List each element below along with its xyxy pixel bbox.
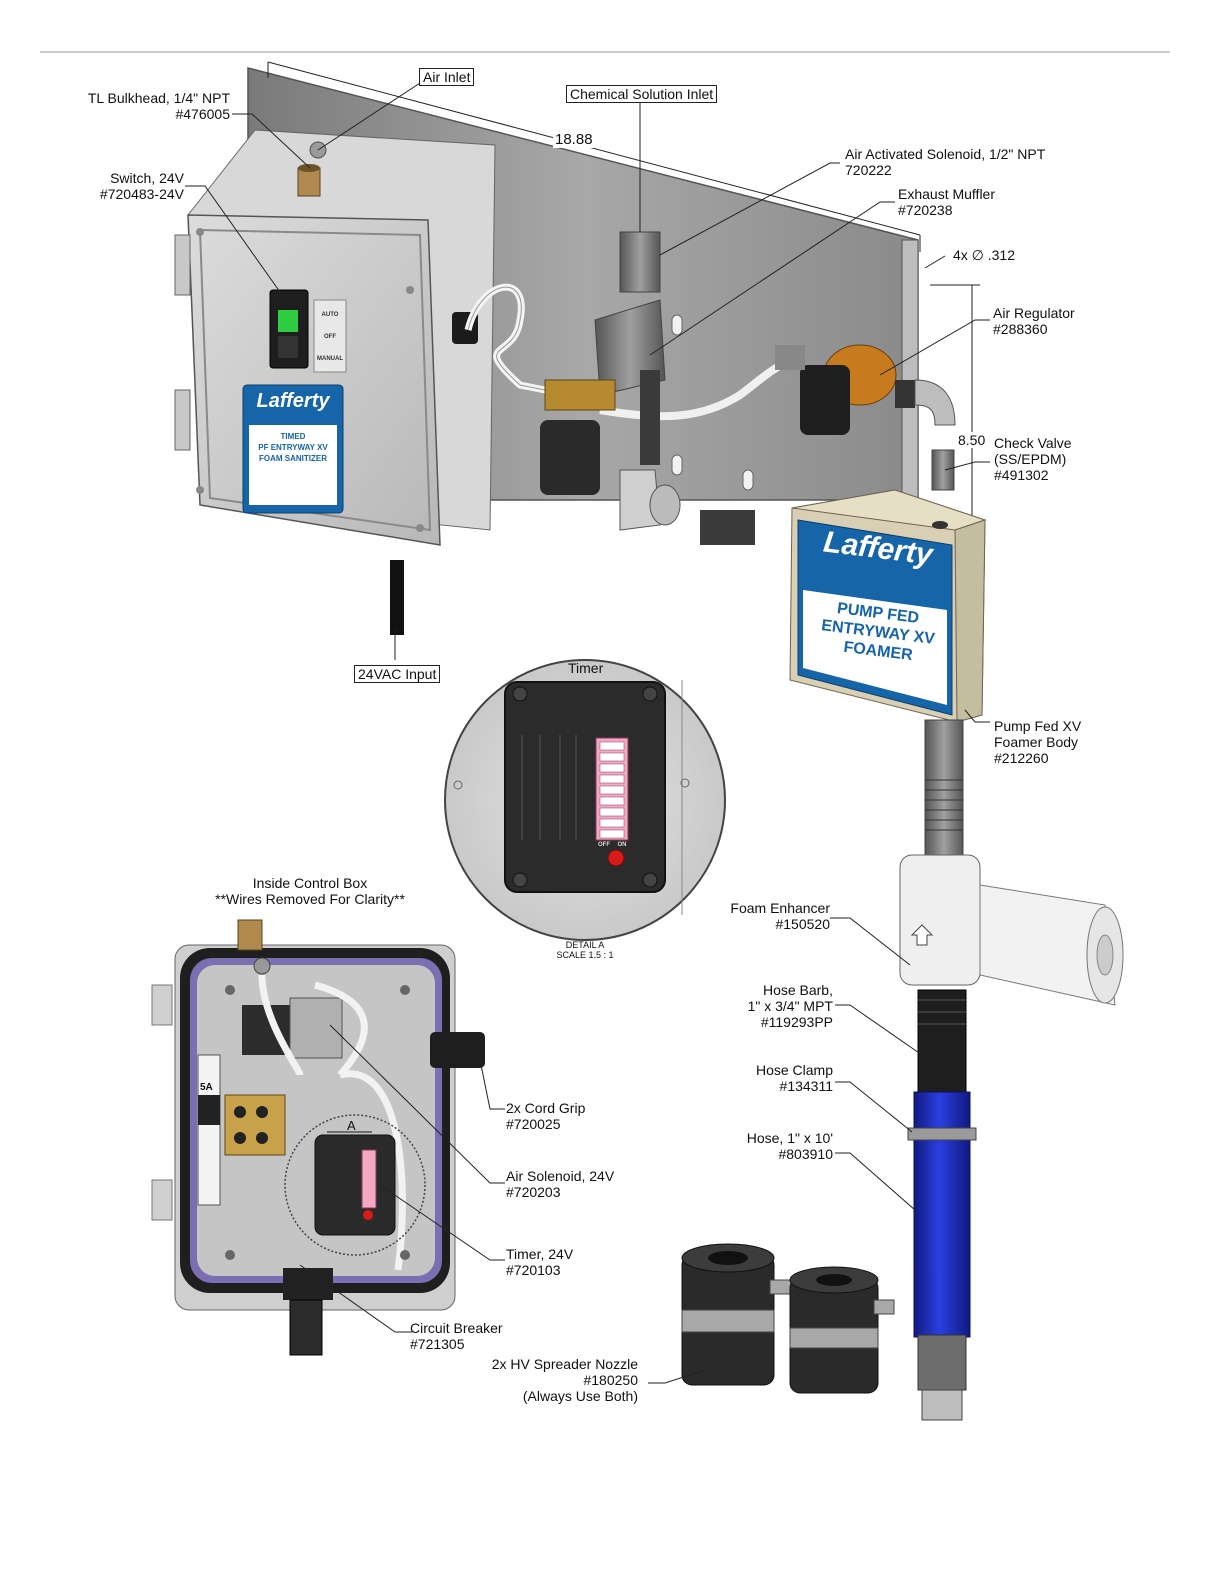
hose-end-fitting [917,1334,967,1391]
label-inside-control-box: Inside Control Box**Wires Removed For Cl… [215,875,405,907]
switch-pos-manual: MANUAL [317,356,343,362]
label-foam-enhancer: Foam Enhancer#150520 [730,900,830,932]
label-check-valve: Check Valve(SS/EPDM)#491302 [994,435,1072,483]
label-detail-marker: A [347,1118,356,1133]
hose-barb [917,989,967,1096]
plate-slots [671,314,754,491]
solution-elbow [619,469,755,545]
label-timer-detail-title: Timer [568,660,604,676]
right-elbow [895,379,956,426]
control-box-line-3: FOAM SANITIZER [259,454,327,463]
label-chemical-inlet: Chemical Solution Inlet [566,85,718,103]
foam-enhancer [899,854,1124,1006]
label-breaker-rating: 5A [200,1082,213,1093]
label-air-inlet: Air Inlet [419,68,475,86]
label-mounting-holes: 4x ∅ .312 [953,247,1016,263]
spreader-nozzle-2 [789,1266,895,1394]
control-box-line-1: TIMED [280,432,306,441]
label-bulkhead: TL Bulkhead, 1/4" NPT#476005 [87,90,230,122]
detail-a-view [444,659,726,941]
label-hose-barb: Hose Barb,1" x 3/4" MPT#119293PP [747,982,833,1030]
label-timer-24v: Timer, 24V#720103 [506,1246,574,1278]
dimension-width: 18.88 [553,131,595,148]
control-box-brand: Lafferty [256,390,330,412]
label-air-solenoid-24v: Air Solenoid, 24V#720203 [506,1168,615,1200]
input-wire [390,560,404,635]
plate-flange [901,239,919,506]
air-regulator [775,344,897,435]
hose-clamp [907,1127,977,1141]
leader-lines [185,82,990,1384]
check-valve [931,449,955,491]
air-activated-solenoid [540,231,666,495]
switch-pos-auto: AUTO [321,312,339,318]
label-hose-clamp: Hose Clamp#134311 [755,1062,833,1094]
dimension-height: 8.50 [957,432,987,448]
label-cord-grip: 2x Cord Grip#720025 [506,1100,586,1132]
switch [269,289,347,373]
label-switch: Switch, 24V#720483-24V [99,170,184,202]
label-circuit-breaker: Circuit Breaker#721305 [410,1320,503,1352]
timer-switch-label-on: ON [617,842,627,848]
label-exhaust-muffler: Exhaust Muffler#720238 [898,186,996,218]
control-box-decal [242,384,344,514]
label-air-regulator: Air Regulator#288360 [993,305,1075,337]
bulkhead-fitting [297,141,327,197]
inside-control-box [151,919,485,1356]
timer-switch-label-off: OFF [598,842,610,848]
foamer-decal [797,519,953,716]
label-hose: Hose, 1" x 10'#803910 [746,1130,833,1162]
label-24vac-input: 24VAC Input [354,665,441,683]
control-box-line-2: PF ENTRYWAY XV [258,443,328,452]
switch-pos-off: OFF [324,334,336,340]
label-spreader-nozzle: 2x HV Spreader Nozzle#180250(Always Use … [491,1356,638,1404]
spreader-nozzle-1 [681,1243,793,1386]
